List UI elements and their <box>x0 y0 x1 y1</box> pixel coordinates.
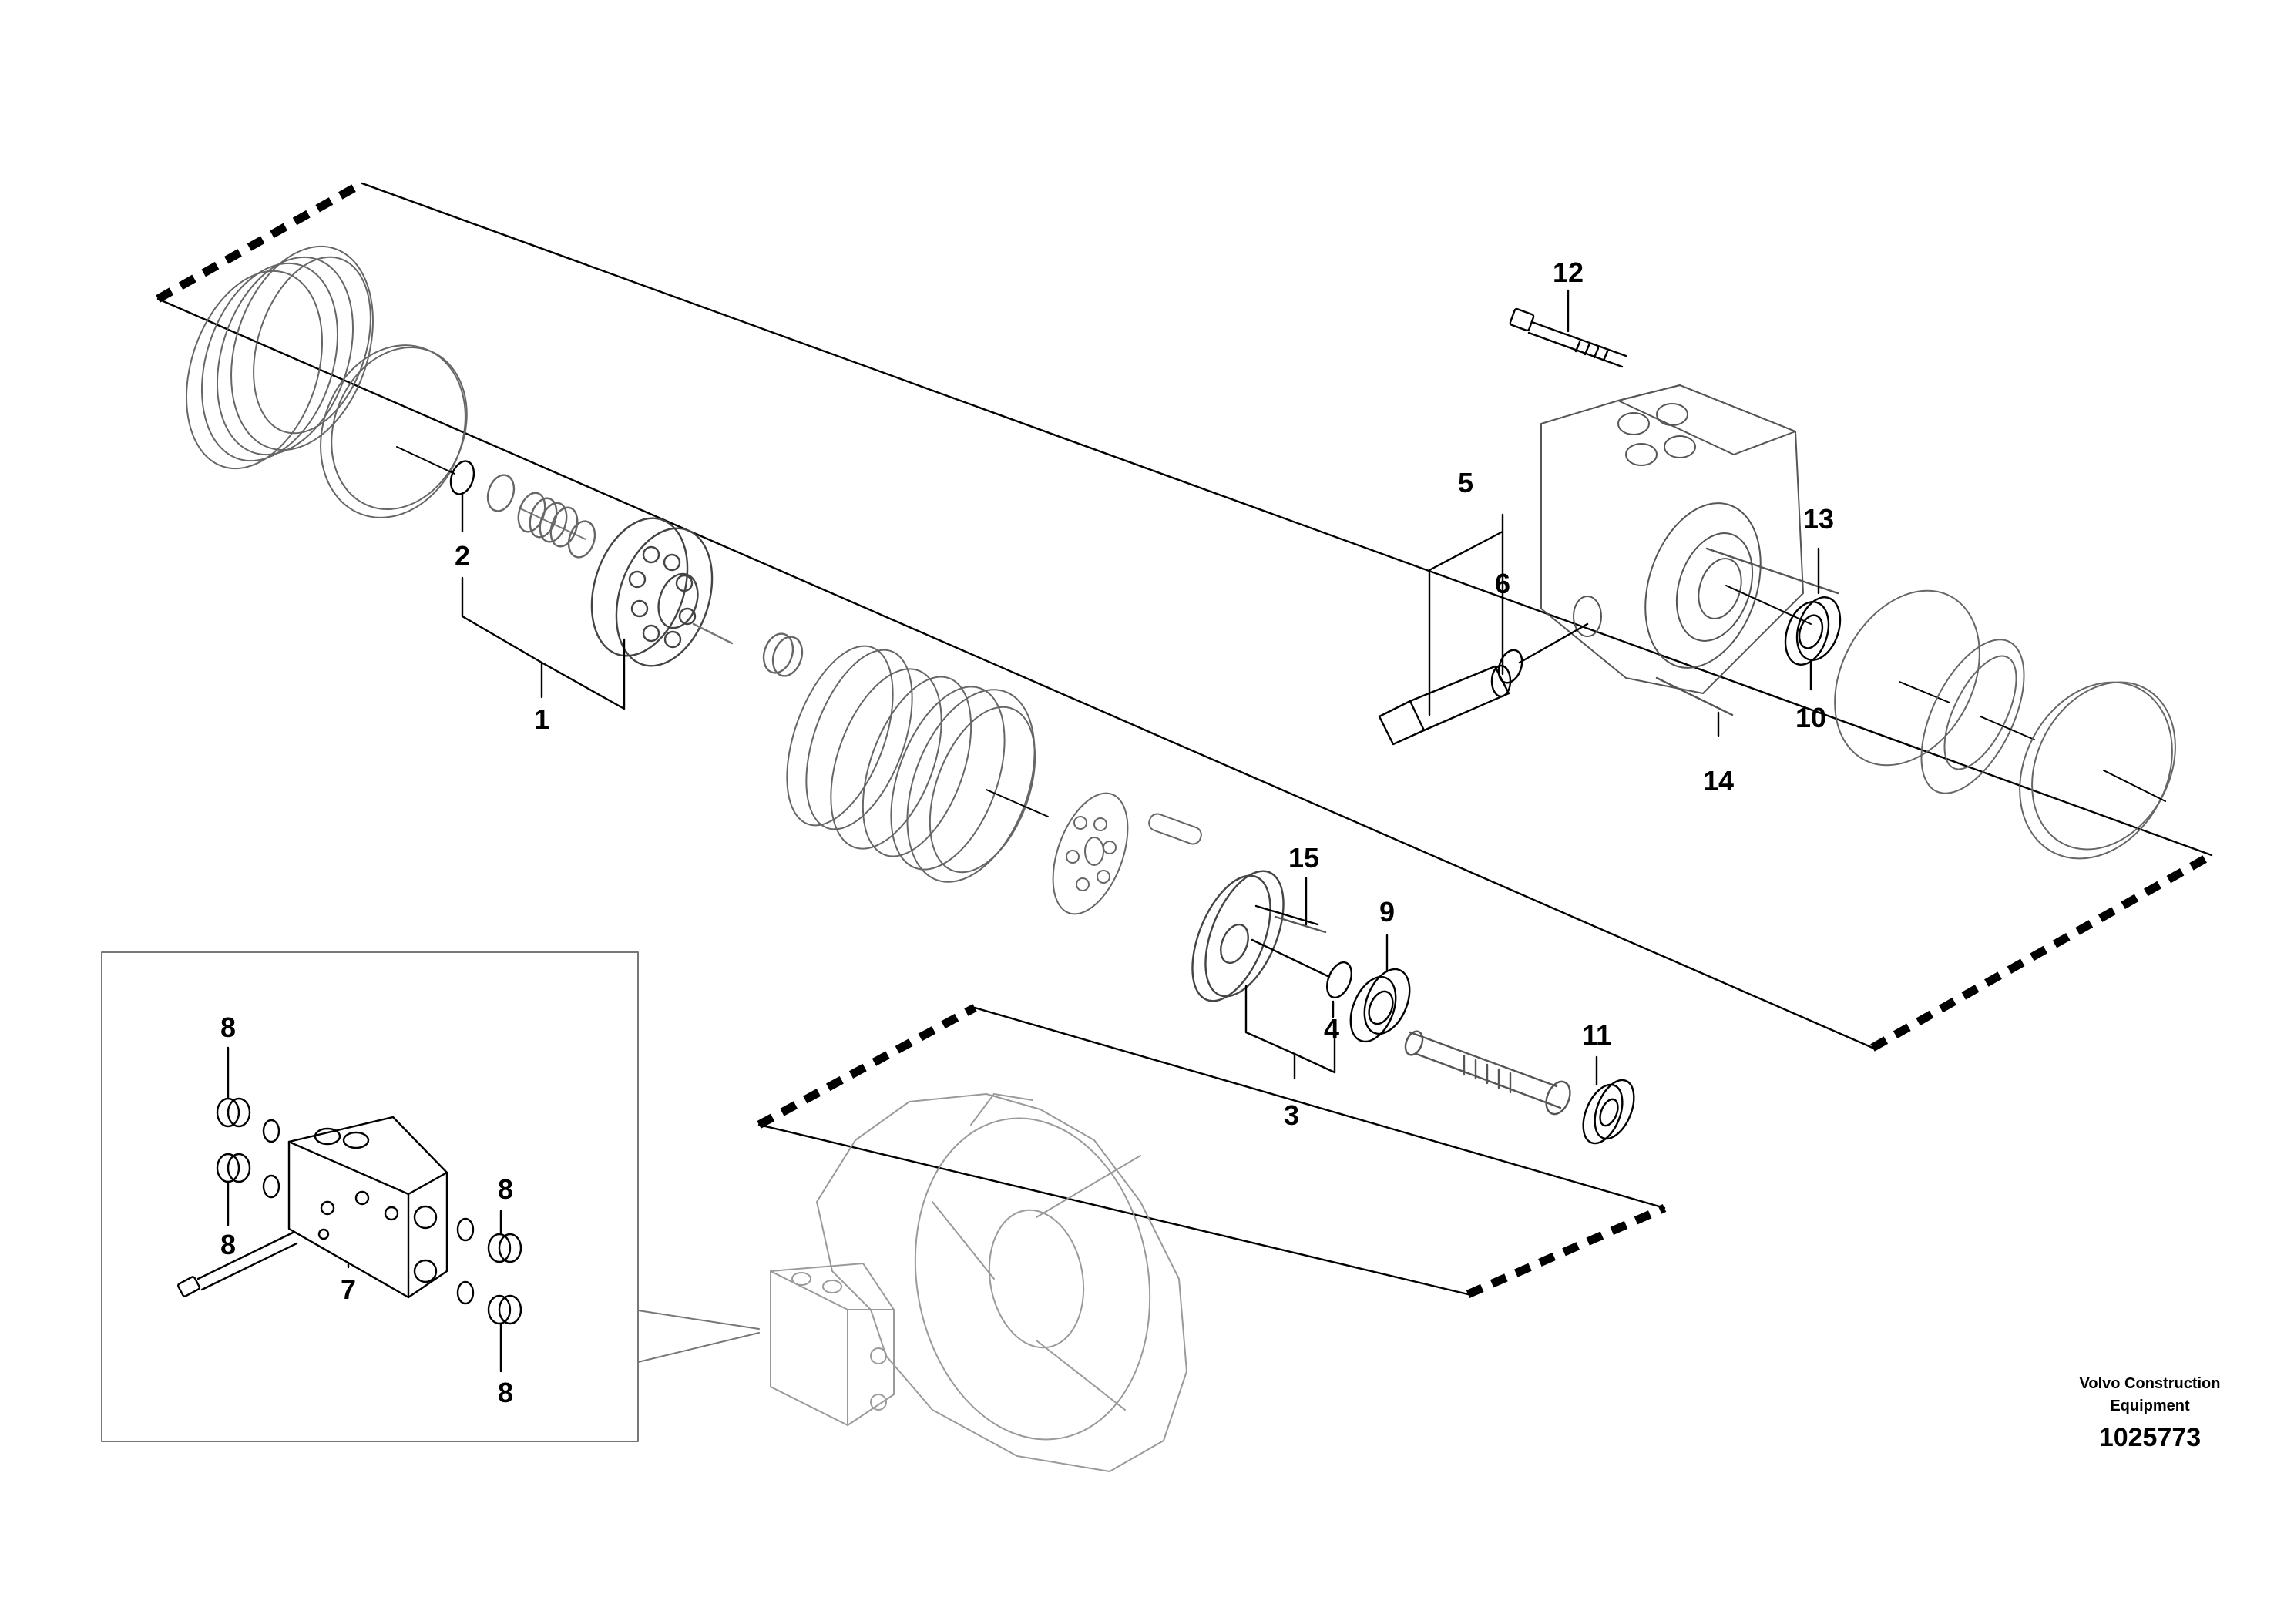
part-8-plugs <box>216 1097 522 1325</box>
part-12-bolt <box>1509 307 1627 368</box>
callout-5: 5 <box>1457 467 1474 498</box>
motor-assembly-enclosure <box>156 180 2214 1052</box>
part-1-cylinder-block <box>590 517 734 667</box>
part-3-thrust-plate <box>1191 870 1331 1002</box>
callout-8: 8 <box>220 1229 237 1260</box>
part-15-pin <box>1274 915 1327 934</box>
callout-6: 6 <box>1494 568 1511 599</box>
part-7-valve-block <box>287 1116 448 1299</box>
output-shaft <box>1404 1030 1571 1116</box>
part-6-o-ring <box>1497 649 1523 684</box>
callout-2: 2 <box>454 540 471 572</box>
brake-disc-stack <box>786 645 1049 883</box>
part-13-pin <box>1705 547 1839 595</box>
part-4-snap-ring <box>1326 961 1352 999</box>
cover-ring <box>320 344 468 518</box>
callout-8: 8 <box>497 1377 514 1408</box>
brand-line-2: Equipment <box>2110 1398 2190 1414</box>
valve-plate <box>1052 792 1202 915</box>
callout-3: 3 <box>1283 1099 1300 1131</box>
callout-10: 10 <box>1795 702 1827 733</box>
callout-4: 4 <box>1323 1013 1340 1045</box>
part-5-relief-valve <box>1378 664 1512 746</box>
part-10-bearing <box>1784 596 1842 666</box>
motor-housing-ghost <box>770 1093 1187 1472</box>
callout-12: 12 <box>1552 257 1584 288</box>
part-2-snap-ring <box>449 460 596 559</box>
callout-13: 13 <box>1802 503 1835 535</box>
callout-7: 7 <box>340 1273 357 1305</box>
brand-line-1: Volvo Construction <box>2079 1375 2221 1392</box>
callout-8: 8 <box>497 1173 514 1205</box>
drawing-number: 1025773 <box>2098 1423 2202 1452</box>
shaft-group-enclosure <box>757 1004 1667 1299</box>
rear-gasket-and-plate <box>1834 589 2176 860</box>
rear-cover <box>1540 384 1812 694</box>
inset-bolt <box>177 1231 298 1297</box>
callout-leaders <box>227 289 1820 1373</box>
part-9-bearing <box>1349 968 1411 1043</box>
callout-9: 9 <box>1379 896 1396 928</box>
housing-ring <box>185 245 374 470</box>
callout-14: 14 <box>1702 765 1735 797</box>
callout-15: 15 <box>1288 842 1320 874</box>
callout-8: 8 <box>220 1012 237 1043</box>
callout-11: 11 <box>1581 1019 1612 1051</box>
callout-1: 1 <box>533 703 550 735</box>
part-11-oil-seal <box>1582 1079 1635 1145</box>
part-14-pin <box>1655 676 1734 716</box>
detail-inset-frame <box>101 951 639 1442</box>
